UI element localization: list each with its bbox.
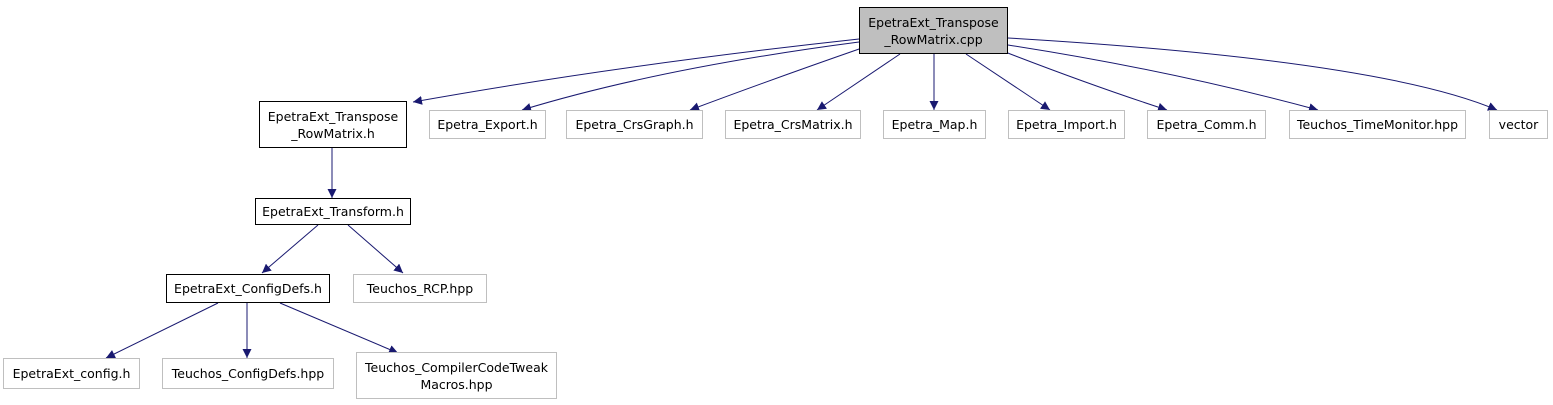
edge-root-to-epetra-import (965, 53, 1051, 111)
node-label-line2: _RowMatrix.cpp (884, 31, 983, 47)
node-epetra-map-h[interactable]: Epetra_Map.h (883, 110, 986, 139)
node-epetraext-transpose-rowmatrix-cpp[interactable]: EpetraExt_Transpose _RowMatrix.cpp (859, 7, 1008, 54)
node-label: Epetra_Import.h (1016, 117, 1117, 132)
node-label-line1: Teuchos_CompilerCodeTweak (365, 359, 548, 375)
node-epetra-comm-h[interactable]: Epetra_Comm.h (1147, 110, 1266, 139)
edge-root-to-vector (1007, 37, 1498, 111)
node-epetraext-configdefs-h[interactable]: EpetraExt_ConfigDefs.h (166, 274, 330, 303)
node-epetra-export-h[interactable]: Epetra_Export.h (429, 110, 546, 139)
edge-root-to-epetra-export (521, 41, 860, 112)
node-label: Epetra_CrsMatrix.h (733, 117, 853, 132)
node-label: Epetra_CrsGraph.h (575, 117, 694, 132)
node-label-line2: _RowMatrix.h (291, 125, 375, 141)
node-label: Teuchos_TimeMonitor.hpp (1296, 117, 1459, 132)
edge-transform-h-to-configdefs-h (261, 224, 319, 274)
node-label: Epetra_Export.h (437, 117, 538, 132)
node-label: Teuchos_RCP.hpp (366, 281, 474, 296)
edge-root-to-epetra-comm (999, 49, 1168, 112)
node-epetra-crsgraph-h[interactable]: Epetra_CrsGraph.h (566, 110, 703, 139)
node-label: EpetraExt_Transform.h (262, 204, 404, 219)
node-epetraext-config-h[interactable]: EpetraExt_config.h (3, 358, 140, 389)
edge-root-to-epetra-crsgraph (689, 47, 863, 112)
node-label: EpetraExt_config.h (12, 366, 131, 381)
node-label: EpetraExt_ConfigDefs.h (174, 281, 322, 296)
node-label-line1: EpetraExt_Transpose (267, 108, 399, 124)
node-label: Epetra_Map.h (891, 117, 978, 132)
edge-transform-h-to-teuchos-rcp (347, 224, 404, 274)
node-epetraext-transpose-rowmatrix-h[interactable]: EpetraExt_Transpose _RowMatrix.h (259, 101, 407, 148)
edge-configdefs-h-to-teuchos-compiler (279, 302, 399, 354)
edge-root-to-transpose-h (412, 38, 860, 105)
edge-configdefs-h-to-epetraext-config (105, 302, 219, 359)
node-teuchos-compilercodetweakmacros-hpp[interactable]: Teuchos_CompilerCodeTweak Macros.hpp (356, 352, 557, 399)
node-teuchos-timemonitor-hpp[interactable]: Teuchos_TimeMonitor.hpp (1289, 110, 1466, 139)
node-label-line1: EpetraExt_Transpose (868, 14, 999, 30)
node-epetra-crsmatrix-h[interactable]: Epetra_CrsMatrix.h (725, 110, 861, 139)
node-label: Epetra_Comm.h (1156, 117, 1257, 132)
node-label: vector (1498, 117, 1539, 132)
node-epetra-import-h[interactable]: Epetra_Import.h (1008, 110, 1125, 139)
edge-root-to-epetra-crsmatrix (816, 53, 901, 111)
node-teuchos-configdefs-hpp[interactable]: Teuchos_ConfigDefs.hpp (162, 358, 334, 389)
node-label-line2: Macros.hpp (420, 376, 493, 392)
node-teuchos-rcp-hpp[interactable]: Teuchos_RCP.hpp (353, 274, 487, 303)
node-epetraext-transform-h[interactable]: EpetraExt_Transform.h (255, 198, 411, 225)
edge-root-to-teuchos-timemonitor (1007, 44, 1319, 112)
node-label: Teuchos_ConfigDefs.hpp (171, 366, 325, 381)
node-vector[interactable]: vector (1489, 110, 1548, 139)
